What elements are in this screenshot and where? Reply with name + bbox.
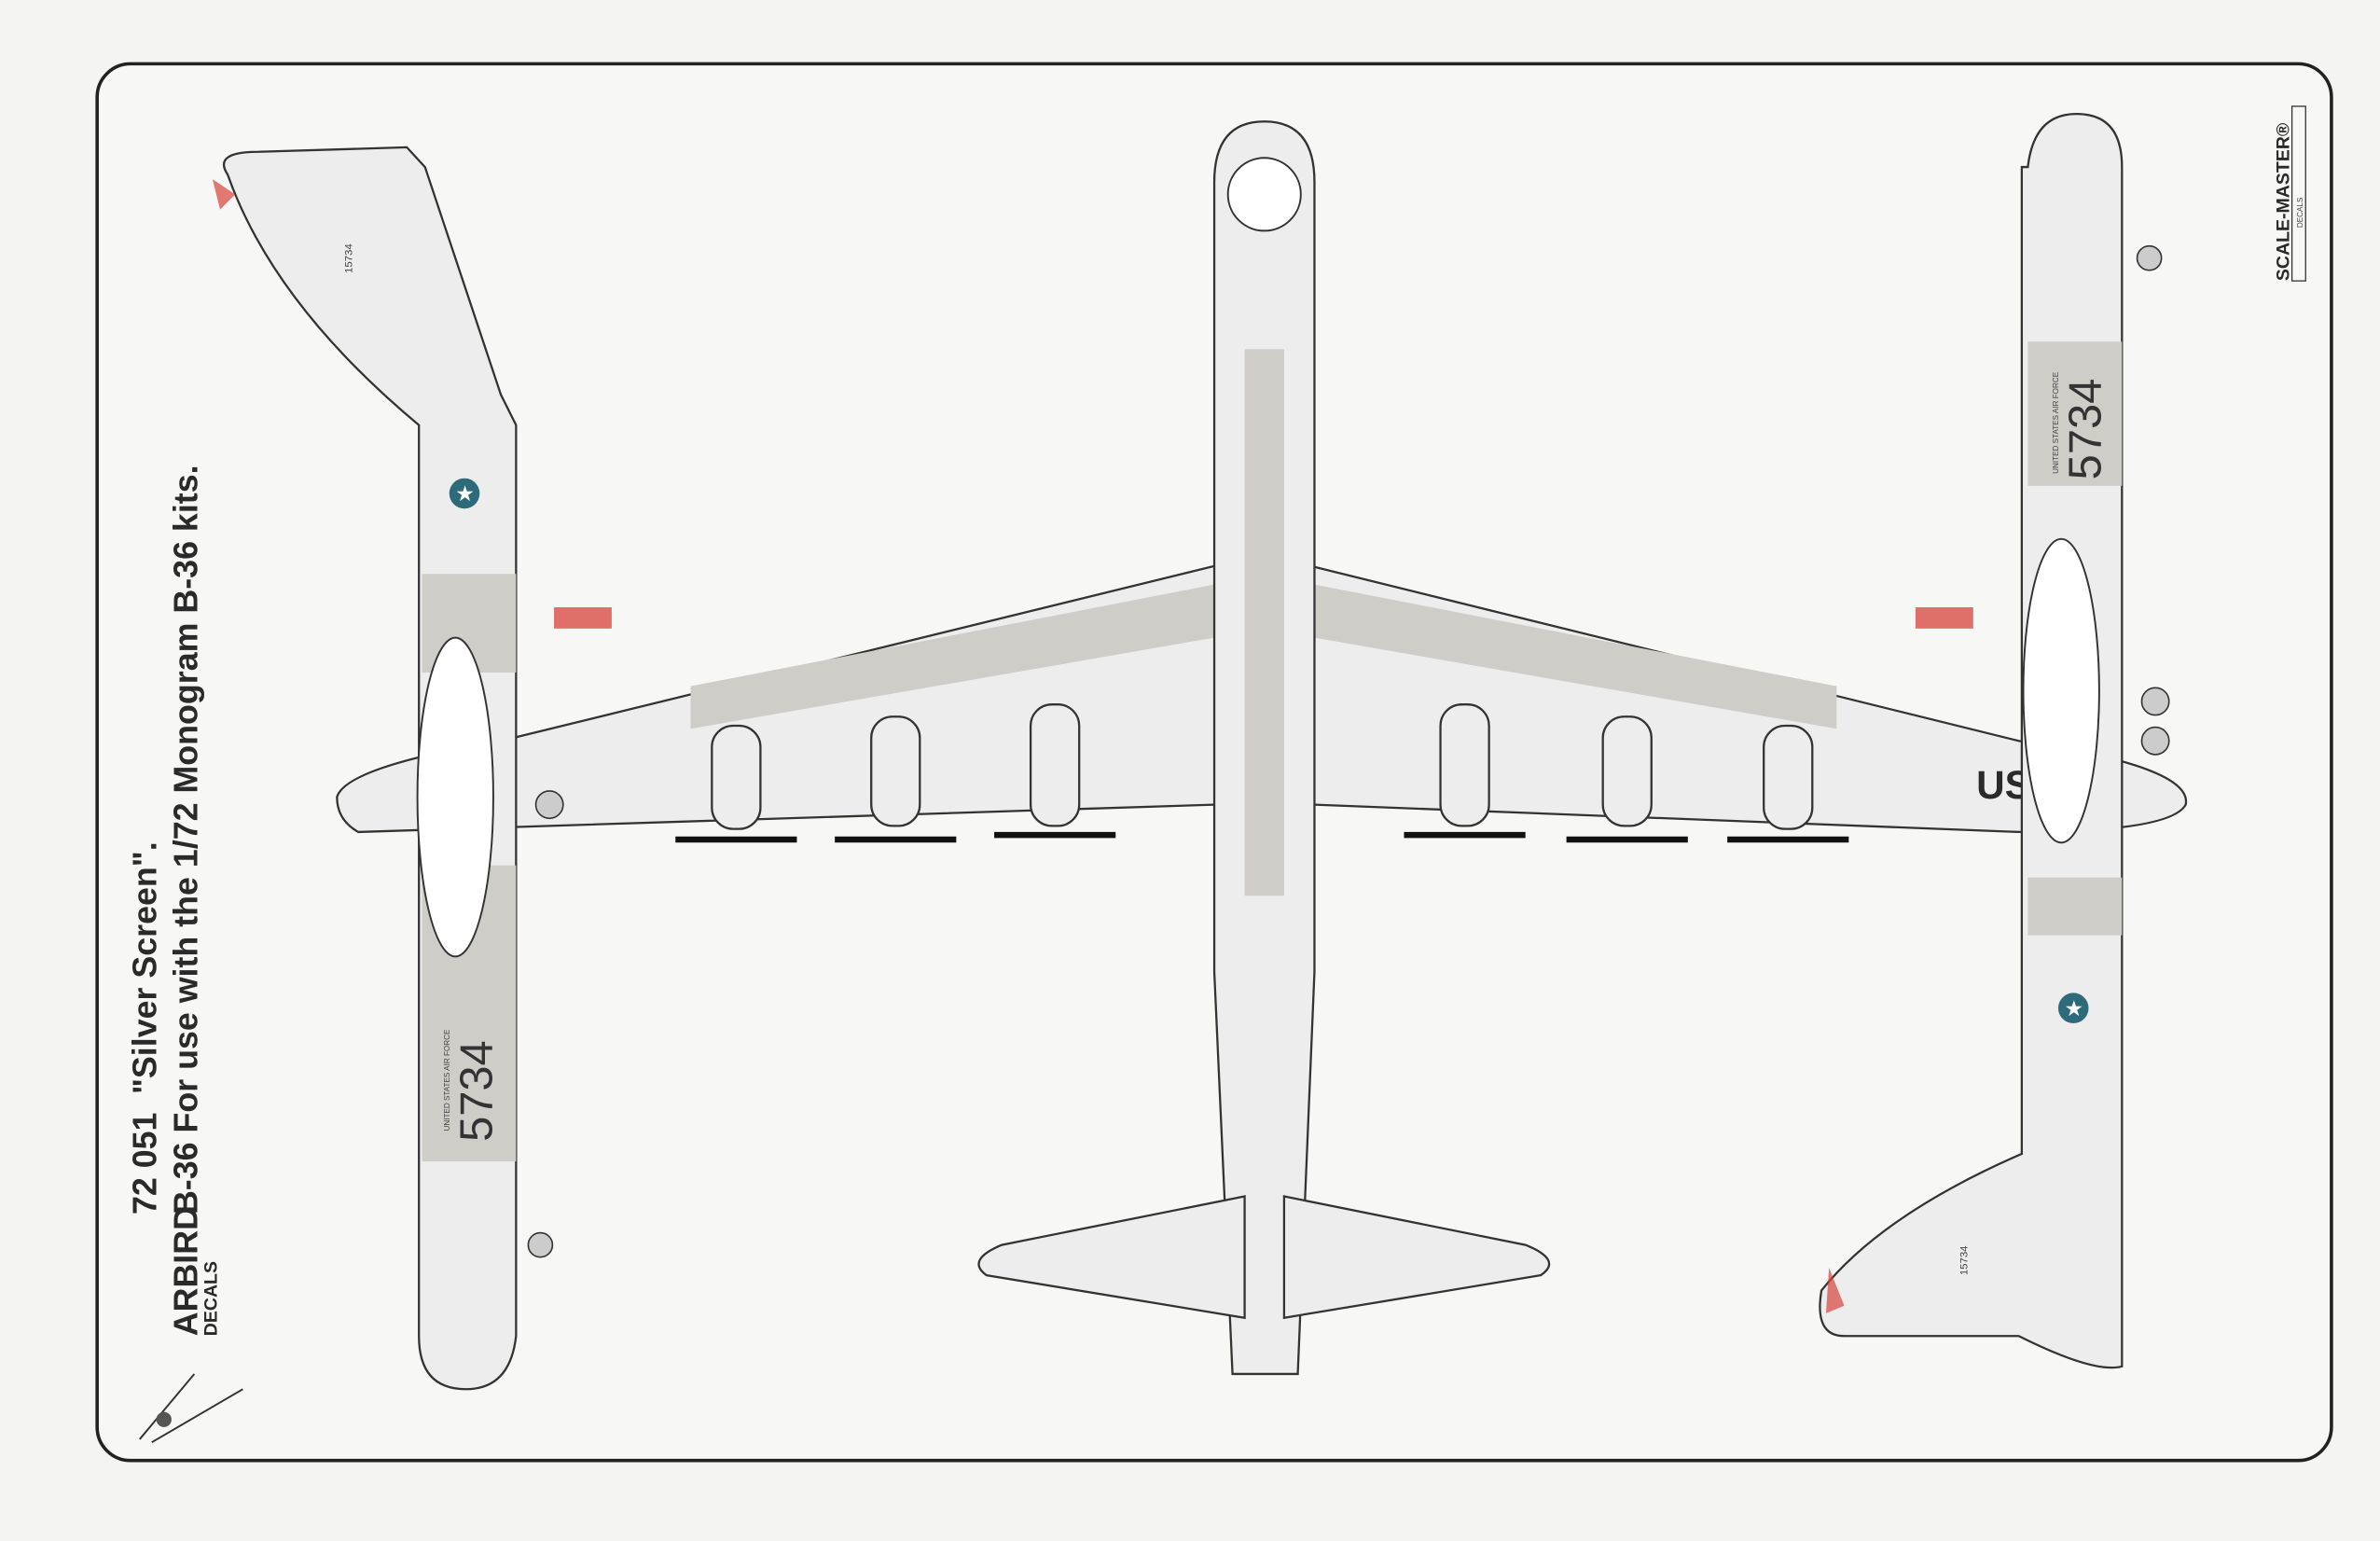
serial-right: 5734 (2061, 379, 2111, 480)
usaf-text-left: UNITED STATES AIR FORCE (443, 1029, 451, 1131)
tail-number-right: 15734 (1958, 1246, 1970, 1276)
printer-subtext: DECALS (2296, 197, 2304, 228)
product-code-and-title: 72 051"Silver Screen". (127, 841, 164, 1215)
product-subtitle: B-36 For use with the 1/72 Monogram B-36… (168, 465, 205, 1215)
right-side-view-aircraft: ★ UNITED STATES AIR FORCE 5734 15734 (1819, 112, 2170, 1369)
top-view-aircraft: US (336, 120, 2188, 1376)
svg-text:★: ★ (455, 482, 474, 506)
tail-number-left: 15734 (344, 243, 355, 273)
star-insignia-left: ★ (449, 478, 480, 509)
usaf-text-right: UNITED STATES AIR FORCE (2052, 371, 2060, 474)
serial-left: 5734 (451, 1040, 502, 1142)
warbird-logo: ARBIRD DECALS (138, 1206, 243, 1444)
horizontal-stabilizer (977, 1195, 1551, 1320)
logo-subtext: DECALS (201, 1261, 222, 1336)
printer-name: SCALE-MASTER® (2273, 122, 2293, 281)
scale-master-logo: SCALE-MASTER® DECALS (2273, 105, 2306, 282)
engine-nacelles (675, 703, 1849, 843)
logo-text: ARBIRD (168, 1206, 205, 1336)
svg-text:★: ★ (2064, 997, 2082, 1020)
nose-glazing (1226, 157, 1302, 232)
star-insignia-right: ★ (2057, 993, 2089, 1023)
header-text: 72 051"Silver Screen". B-36 For use with… (127, 465, 205, 1215)
left-side-view-aircraft: ★ UNITED STATES AIR FORCE 5734 15734 (212, 146, 612, 1391)
